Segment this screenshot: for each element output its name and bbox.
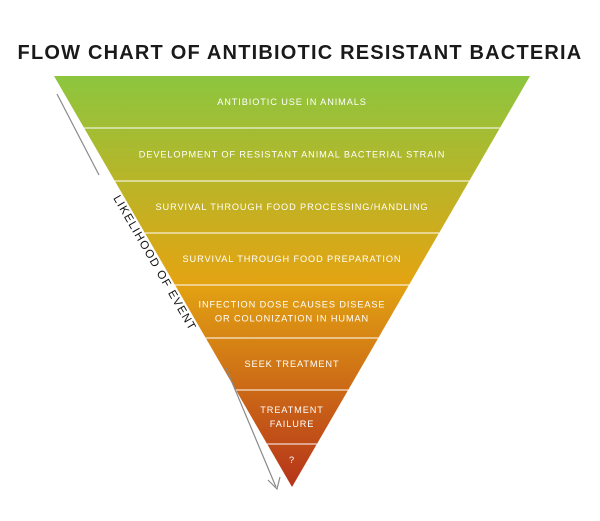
level-7-label: TREATMENT	[260, 405, 324, 415]
level-1-label: ANTIBIOTIC USE IN ANIMALS	[217, 97, 367, 107]
level-5-label: INFECTION DOSE CAUSES DISEASE	[199, 300, 386, 310]
likelihood-arrow-upper-line	[56, 93, 100, 176]
pyramid-body	[54, 76, 530, 487]
chart-title: FLOW CHART OF ANTIBIOTIC RESISTANT BACTE…	[17, 42, 583, 64]
level-4-label: SURVIVAL THROUGH FOOD PREPARATION	[183, 254, 402, 264]
likelihood-arrow	[56, 93, 281, 491]
level-7-label: FAILURE	[270, 419, 315, 429]
level-8-label: ?	[289, 455, 295, 465]
level-5-label: OR COLONIZATION IN HUMAN	[215, 314, 369, 324]
level-dividers	[84, 127, 500, 445]
arrow-head-icon	[267, 476, 281, 491]
likelihood-arrow-lower-line	[225, 367, 277, 488]
level-6-label: SEEK TREATMENT	[245, 359, 340, 369]
level-2-label: DEVELOPMENT OF RESISTANT ANIMAL BACTERIA…	[139, 150, 445, 160]
level-3-label: SURVIVAL THROUGH FOOD PROCESSING/HANDLIN…	[156, 202, 429, 212]
level-labels: ANTIBIOTIC USE IN ANIMALS DEVELOPMENT OF …	[139, 97, 445, 465]
